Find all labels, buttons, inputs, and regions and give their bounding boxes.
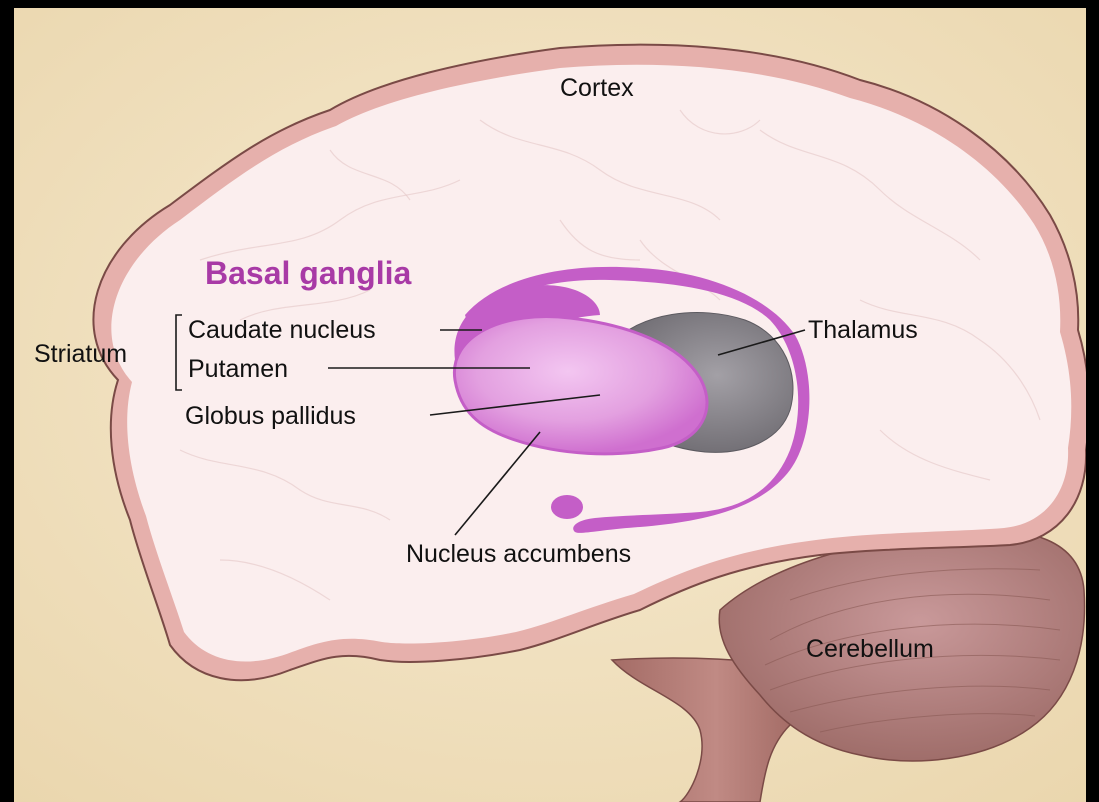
- label-thalamus: Thalamus: [808, 316, 918, 344]
- label-cortex: Cortex: [560, 74, 634, 102]
- frame-left: [0, 0, 14, 802]
- frame-right: [1086, 0, 1099, 802]
- label-cerebellum: Cerebellum: [806, 635, 934, 663]
- label-putamen: Putamen: [188, 355, 288, 383]
- label-striatum: Striatum: [34, 340, 127, 368]
- label-globus: Globus pallidus: [185, 402, 356, 430]
- frame-top: [0, 0, 1099, 8]
- diagram-title: Basal ganglia: [205, 255, 412, 291]
- label-caudate: Caudate nucleus: [188, 316, 376, 344]
- label-accumbens: Nucleus accumbens: [406, 540, 631, 568]
- caudate-tail-bulb: [551, 495, 583, 519]
